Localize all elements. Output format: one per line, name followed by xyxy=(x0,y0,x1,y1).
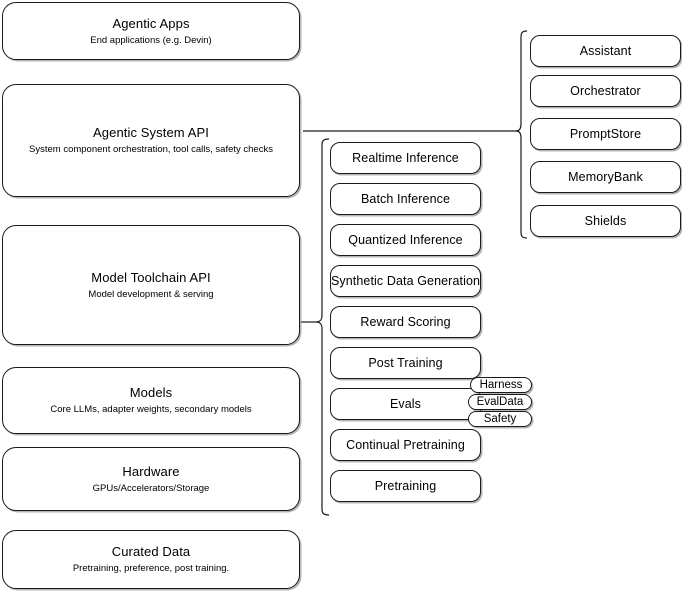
node-title: PromptStore xyxy=(569,126,642,141)
node-subtitle: Model development & serving xyxy=(88,288,214,300)
node-title: Models xyxy=(129,385,173,400)
system-node-promptstore[interactable]: PromptStore xyxy=(530,118,681,150)
eval-tag-safety[interactable]: Safety xyxy=(468,411,532,427)
system-node-orchestrator[interactable]: Orchestrator xyxy=(530,75,681,107)
toolchain-components-bracket xyxy=(315,138,330,516)
toolchain-node-synthetic-data-generation[interactable]: Synthetic Data Generation xyxy=(330,265,481,297)
stack-node-model-toolchain-api[interactable]: Model Toolchain API Model development & … xyxy=(2,225,300,345)
toolchain-node-quantized-inference[interactable]: Quantized Inference xyxy=(330,224,481,256)
toolchain-node-reward-scoring[interactable]: Reward Scoring xyxy=(330,306,481,338)
node-title: Reward Scoring xyxy=(360,314,451,329)
system-node-shields[interactable]: Shields xyxy=(530,205,681,237)
node-title: Orchestrator xyxy=(570,83,641,98)
node-title: MemoryBank xyxy=(568,169,643,184)
node-title: Curated Data xyxy=(111,544,191,559)
node-title: Evals xyxy=(389,396,422,411)
node-title: Hardware xyxy=(122,463,180,479)
system-node-memorybank[interactable]: MemoryBank xyxy=(530,161,681,193)
stack-node-curated-data[interactable]: Curated Data Pretraining, preference, po… xyxy=(2,530,300,589)
node-subtitle: System component orchestration, tool cal… xyxy=(29,144,273,155)
toolchain-node-batch-inference[interactable]: Batch Inference xyxy=(330,183,481,215)
node-title: Agentic System API xyxy=(93,125,209,140)
tag-label: EvalData xyxy=(476,396,524,408)
toolchain-node-post-training[interactable]: Post Training xyxy=(330,347,481,379)
node-subtitle: GPUs/Accelerators/Storage xyxy=(92,482,210,494)
node-subtitle: Core LLMs, adapter weights, secondary mo… xyxy=(50,404,252,415)
node-title: Post Training xyxy=(368,355,443,370)
node-title: Pretraining xyxy=(374,478,437,493)
stack-node-hardware[interactable]: Hardware GPUs/Accelerators/Storage xyxy=(2,447,300,511)
eval-tag-evaldata[interactable]: EvalData xyxy=(468,394,532,410)
system-components-bracket xyxy=(515,30,528,239)
system-node-assistant[interactable]: Assistant xyxy=(530,35,681,67)
node-subtitle: Pretraining, preference, post training. xyxy=(72,563,230,574)
stack-node-models[interactable]: Models Core LLMs, adapter weights, secon… xyxy=(2,367,300,434)
node-title: Agentic Apps xyxy=(112,15,190,31)
toolchain-node-evals[interactable]: Evals xyxy=(330,388,481,420)
node-title: Realtime Inference xyxy=(352,150,459,165)
node-title: Assistant xyxy=(579,43,632,58)
stack-node-agentic-apps[interactable]: Agentic Apps End applications (e.g. Devi… xyxy=(2,2,300,60)
stack-node-agentic-system-api[interactable]: Agentic System API System component orch… xyxy=(2,84,300,197)
node-title: Synthetic Data Generation xyxy=(330,273,481,288)
eval-tag-harness[interactable]: Harness xyxy=(470,377,532,393)
tag-label: Harness xyxy=(479,379,523,391)
node-title: Quantized Inference xyxy=(348,232,463,247)
tag-label: Safety xyxy=(483,413,517,425)
toolchain-node-realtime-inference[interactable]: Realtime Inference xyxy=(330,142,481,174)
node-subtitle: End applications (e.g. Devin) xyxy=(90,34,212,46)
node-title: Shields xyxy=(584,213,627,228)
toolchain-node-continual-pretraining[interactable]: Continual Pretraining xyxy=(330,429,481,461)
node-title: Model Toolchain API xyxy=(91,269,211,285)
toolchain-node-pretraining[interactable]: Pretraining xyxy=(330,470,481,502)
node-title: Batch Inference xyxy=(360,191,451,206)
node-title: Continual Pretraining xyxy=(346,437,465,452)
